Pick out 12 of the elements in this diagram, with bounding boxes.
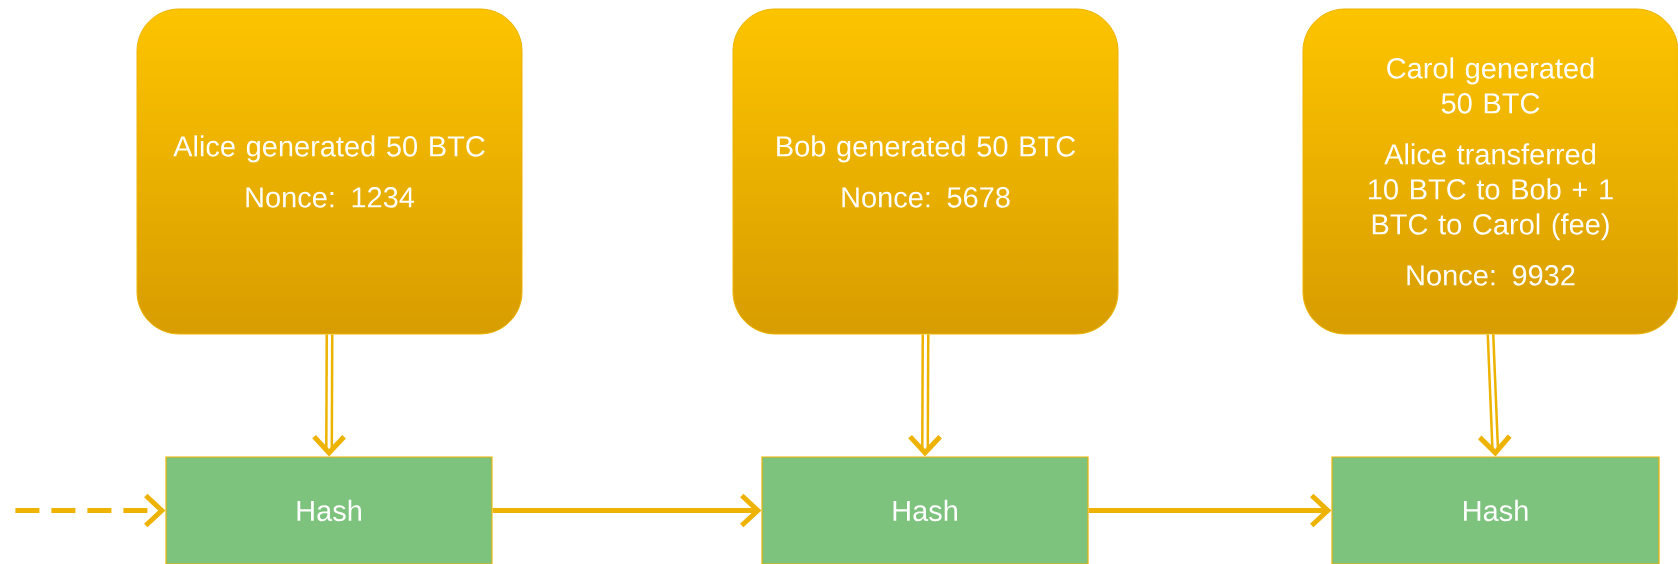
block-box: Alice generated 50 BTC Nonce: 1234 xyxy=(136,8,523,335)
hash-box: Hash xyxy=(1331,456,1660,564)
block-box: Bob generated 50 BTC Nonce: 5678 xyxy=(732,8,1119,335)
arrow xyxy=(908,334,942,457)
hash-box: Hash xyxy=(165,456,493,564)
arrow xyxy=(1088,493,1332,528)
arrow xyxy=(1477,334,1512,457)
arrow xyxy=(492,493,762,528)
arrow xyxy=(15,493,166,528)
hash-box: Hash xyxy=(761,456,1089,564)
block-box: Carol generated 50 BTC Alice transferred 10 BTC to Bob + 1 BTC to Carol (fee) Nonce: 9932 xyxy=(1302,8,1678,335)
arrow xyxy=(312,334,346,457)
